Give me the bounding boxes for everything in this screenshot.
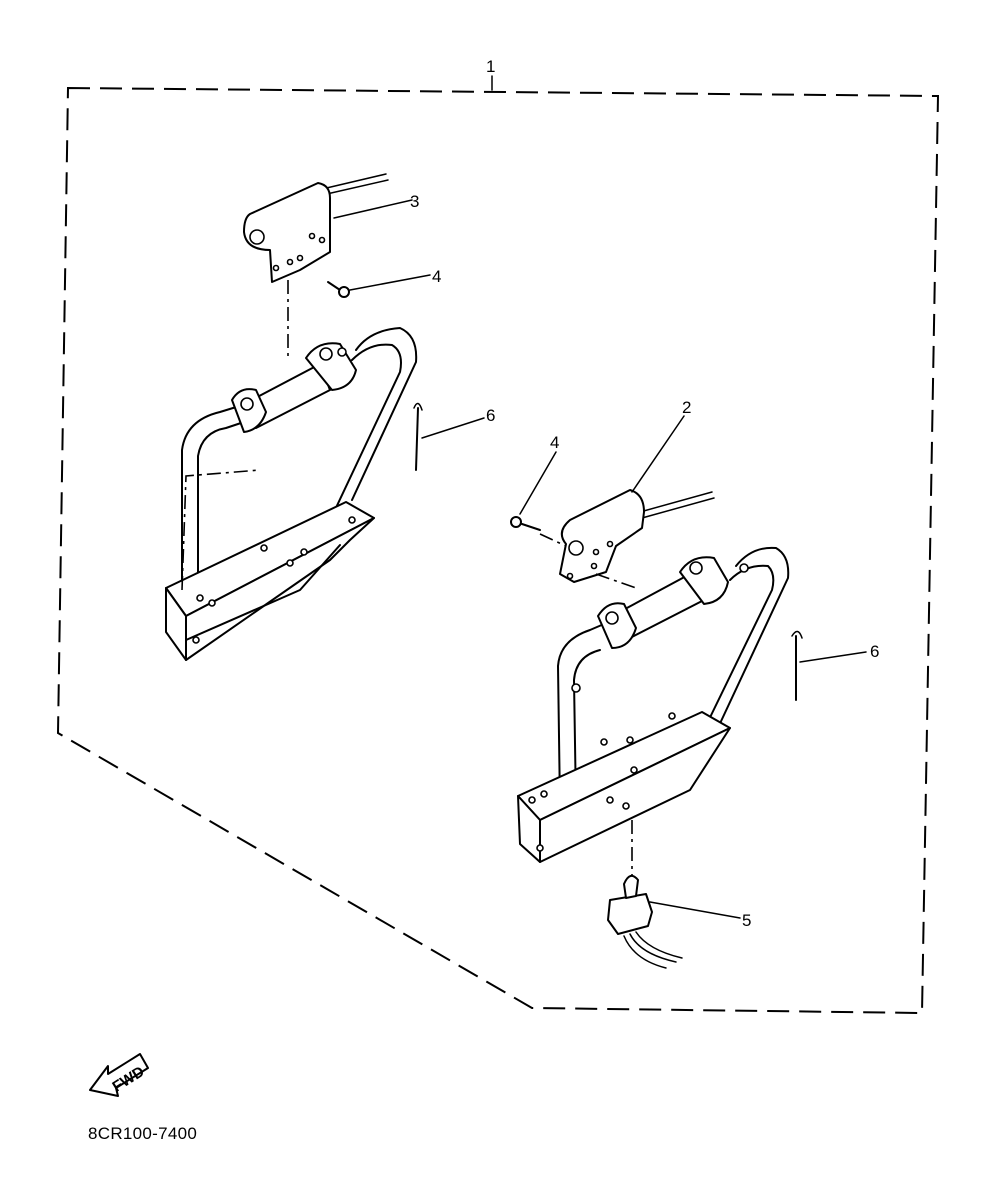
fwd-arrow-icon: FWD: [89, 1053, 149, 1097]
callout-3: 3: [410, 192, 419, 211]
right-cotter-pin: [791, 630, 803, 701]
kit-boundary: [56, 86, 940, 1015]
toggle-switch: [607, 874, 683, 969]
callout-5: 5: [742, 911, 751, 930]
left-assembly: 3 4: [165, 173, 441, 661]
left-cotter-pin: [413, 402, 423, 471]
callout-1: 1: [486, 57, 495, 76]
callout-6-left: 6: [486, 406, 495, 425]
left-cover: [243, 182, 331, 283]
right-screw: [510, 516, 541, 531]
diagram-code: 8CR100-7400: [88, 1124, 198, 1143]
callout-4-right: 4: [550, 433, 559, 452]
right-assembly: 2 4: [510, 398, 790, 880]
left-handle-bar: [181, 403, 247, 595]
right-handle-bar: [557, 623, 605, 807]
callout-4-left: 4: [432, 267, 441, 286]
left-screw: [327, 281, 350, 298]
callout-2: 2: [682, 398, 691, 417]
right-cover: [559, 489, 645, 583]
callout-6-right: 6: [870, 642, 879, 661]
